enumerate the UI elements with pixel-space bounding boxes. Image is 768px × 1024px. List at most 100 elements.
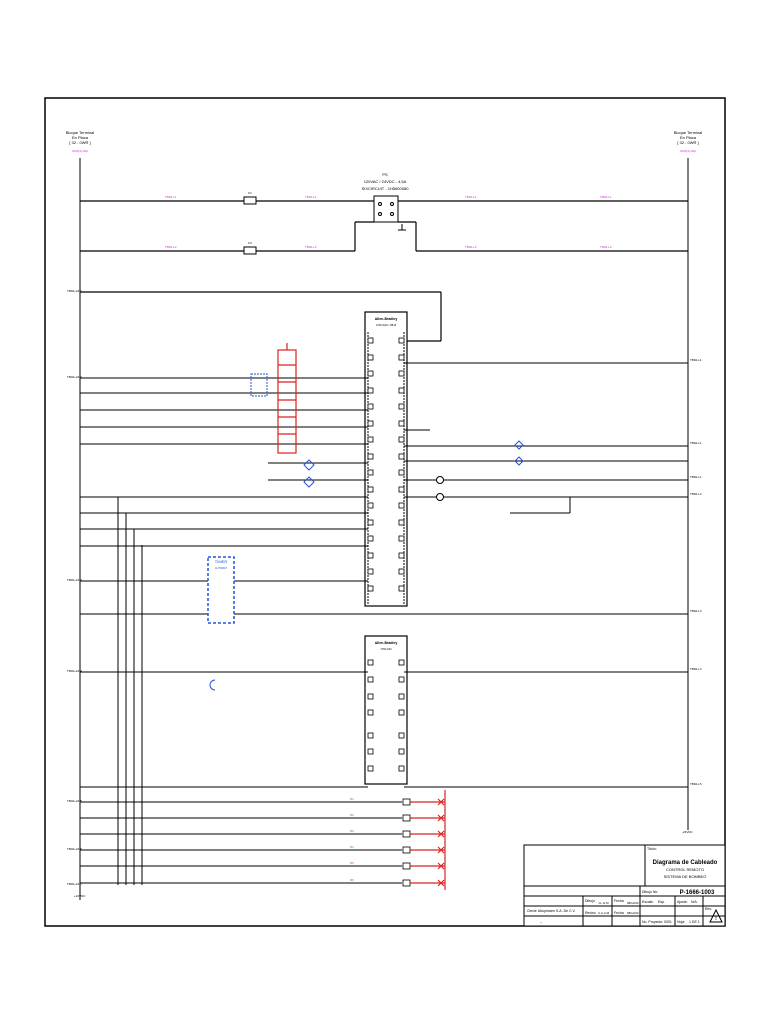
module1-right-terminal <box>398 568 405 575</box>
svg-text:W32(4)-002: W32(4)-002 <box>72 149 88 153</box>
module2-left-terminal <box>367 709 374 716</box>
left-rail-tag: TB02+24-1 <box>67 289 82 293</box>
svg-text:TB02-L1: TB02-L1 <box>465 195 477 199</box>
right-rail-tag: TB02-L3 <box>690 609 702 613</box>
corner-tag-bottom-left: +24VDC <box>74 894 86 898</box>
svg-text:TB02-L1: TB02-L1 <box>165 195 177 199</box>
escala-value: Esp. <box>658 900 665 904</box>
module1-left-terminal <box>367 370 374 377</box>
corner-tag-bottom-right: -24VDC <box>682 830 694 834</box>
proyecto-label: No. Proyecto: <box>642 920 663 924</box>
hoja-value: 1 DE 1 <box>689 920 700 924</box>
module1-right-terminal <box>398 519 405 526</box>
module1-right-terminal <box>398 387 405 394</box>
ajuste-value: N/A <box>691 900 698 904</box>
fuse-f2-tag: F2 <box>248 241 252 245</box>
fuse-f2 <box>243 246 257 255</box>
relay-tag: R5 <box>350 861 354 865</box>
relay-contact-icon <box>437 830 445 838</box>
client-name: Clecle Ubupriraen S.A. De C.V. <box>527 909 576 913</box>
svg-text:En Placa: En Placa <box>72 135 89 140</box>
module2-sub: 1769-OF2 <box>380 648 392 651</box>
escala-label: Escala: <box>642 900 654 904</box>
module2-left-terminal <box>367 693 374 700</box>
relay-coil <box>402 798 411 806</box>
svg-text:[ 32 - 0WR ]: [ 32 - 0WR ] <box>677 140 698 145</box>
svg-text:SIXCIRCUIT - 1H5600080: SIXCIRCUIT - 1H5600080 <box>362 186 410 191</box>
module1-left-terminal <box>367 354 374 361</box>
dibujo-label: Dibujó <box>585 899 595 903</box>
right-rail-tag: TB02-L1 <box>690 475 702 479</box>
drawing-subtitle-1: CONTROL REMOTO <box>666 867 704 872</box>
module1-left-terminal <box>367 552 374 559</box>
module1-right-terminal <box>398 585 405 592</box>
relay-tag: R4 <box>350 845 354 849</box>
dibujo-no-label: Dibujo No. <box>642 890 658 894</box>
svg-text:!: ! <box>715 916 717 922</box>
left-rail-tag: TB02+24-4 <box>67 669 82 673</box>
left-rail-tag: TB02+24-7 <box>67 882 82 886</box>
fuse-f1-tag: F1 <box>248 191 252 195</box>
module2-right-terminal <box>398 676 405 683</box>
lamp-icon <box>436 493 444 501</box>
svg-text:Bloque Terminal: Bloque Terminal <box>674 130 703 135</box>
module1-right-terminal <box>398 403 405 410</box>
module2-right-terminal <box>398 709 405 716</box>
svg-text:TB02-L2: TB02-L2 <box>165 245 177 249</box>
module1-right-terminal <box>398 420 405 427</box>
relay-contact-icon <box>437 846 445 854</box>
terminal-block-right: Bloque Terminal En Placa [ 32 - 0WR ] W3… <box>674 130 703 153</box>
module1-left-terminal <box>367 486 374 493</box>
svg-text:TB02-L2: TB02-L2 <box>465 245 477 249</box>
drawing-title: Diagrama de Cableado <box>653 860 718 866</box>
ajuste-label: Ajuste: <box>677 900 688 904</box>
fecha-value-2: 08/12/22 <box>627 911 639 915</box>
right-rail-tag: TB02-L5 <box>690 782 702 786</box>
module1-left-terminal <box>367 502 374 509</box>
module2-right-terminal <box>398 765 405 772</box>
fecha-value-1: 08/12/22 <box>627 901 639 905</box>
rungs: TB02+24-1TB02+24-2TB02+24-3TB02+24-4TB02… <box>67 289 702 886</box>
svg-text:120VAC / 24VDC - 4.5A: 120VAC / 24VDC - 4.5A <box>364 179 407 184</box>
hoja-label: Hoja: <box>677 920 685 924</box>
timer-block: TIMER AUTOMAT <box>207 556 235 624</box>
module1-left-terminal <box>367 337 374 344</box>
module1-left-terminal <box>367 436 374 443</box>
left-rail-tag: TB02+24-2 <box>67 375 82 379</box>
module1-left-terminal <box>367 387 374 394</box>
relay-tag: R3 <box>350 829 354 833</box>
module1-right-terminal <box>398 370 405 377</box>
module1-right-terminal <box>398 469 405 476</box>
module2-left-terminal <box>367 765 374 772</box>
module1-left-terminal <box>367 403 374 410</box>
drawing-subtitle-2: SISTEMA DE BOMBEO <box>664 874 707 879</box>
rev-label: Rev. <box>705 907 712 911</box>
svg-text:PS: PS <box>382 172 388 177</box>
module1-sub: 1769-IQ16 / OB16 <box>376 324 397 327</box>
right-rail-tag: TB02-L4 <box>690 667 702 671</box>
left-rail-tag: TB02+24-6 <box>67 847 82 851</box>
reviso-value: C.A.A.M <box>598 911 610 915</box>
relay-tag: R1 <box>350 797 354 801</box>
svg-text:Bloque Terminal: Bloque Terminal <box>66 130 95 135</box>
module2-left-terminal <box>367 732 374 739</box>
relay-coil <box>402 830 411 838</box>
sheet-border <box>44 97 726 927</box>
relay-tag: R6 <box>350 878 354 882</box>
relay-coil <box>402 862 411 870</box>
module1-right-terminal <box>398 535 405 542</box>
module2-right-terminal <box>398 693 405 700</box>
right-rail-tag: TB02-L2 <box>690 492 702 496</box>
red-contact-group <box>277 343 297 454</box>
relay-coil <box>402 846 411 854</box>
timer-sub: AUTOMAT <box>215 567 227 570</box>
module1-right-terminal <box>398 552 405 559</box>
drawing-number: P-1666-1003 <box>680 890 715 896</box>
module1-brand: Allen-Bradley <box>375 317 398 321</box>
reviso-label: Revisó <box>585 911 596 915</box>
svg-text:TB02-L2: TB02-L2 <box>600 245 612 249</box>
fuse-f1 <box>243 196 257 205</box>
lamp-icon <box>436 476 444 484</box>
